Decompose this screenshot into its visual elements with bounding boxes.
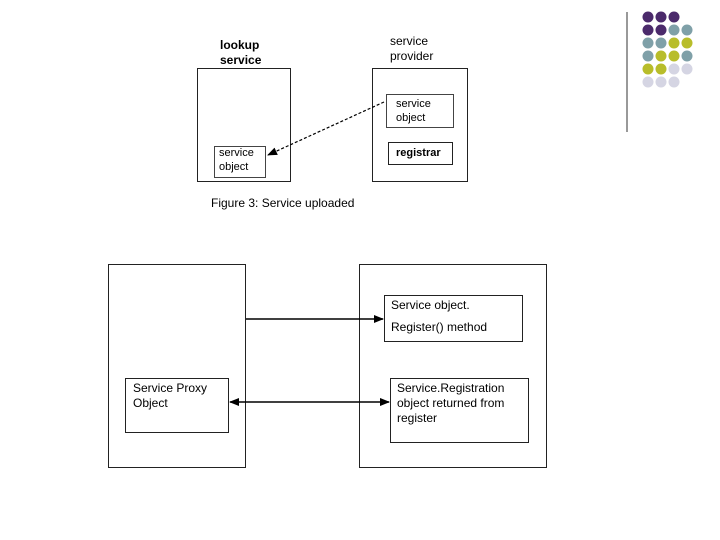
lookup-service-label: lookup service bbox=[220, 38, 262, 67]
figure-caption: Figure 3: Service uploaded bbox=[211, 196, 355, 210]
decorative-dot bbox=[642, 63, 654, 75]
decorative-dot bbox=[681, 63, 693, 75]
decorative-dot bbox=[642, 11, 654, 23]
decorative-dot bbox=[681, 37, 693, 49]
service-object-lookup-box bbox=[214, 146, 266, 178]
service-registration-box bbox=[390, 378, 529, 443]
decorative-dot-grid bbox=[642, 11, 693, 88]
client-box bbox=[108, 264, 246, 468]
decorative-dot bbox=[642, 37, 654, 49]
service-provider-label: service provider bbox=[390, 34, 434, 63]
decorative-dot bbox=[642, 50, 654, 62]
decorative-dot bbox=[655, 11, 667, 23]
decorative-dot bbox=[642, 76, 654, 88]
decorative-dot bbox=[681, 24, 693, 36]
decorative-dot bbox=[655, 63, 667, 75]
decorative-dot bbox=[655, 50, 667, 62]
decorative-dot bbox=[655, 76, 667, 88]
service-proxy-box bbox=[125, 378, 229, 433]
register-method-label: Register() method bbox=[391, 320, 488, 334]
decorative-dot bbox=[681, 50, 693, 62]
service-object-register-box bbox=[384, 295, 523, 342]
decorative-dot bbox=[668, 37, 680, 49]
upload-dashed-arrow bbox=[267, 101, 385, 156]
decorative-dot bbox=[642, 24, 654, 36]
service-proxy-label: Service Proxy Object bbox=[133, 381, 208, 410]
decorative-dot bbox=[668, 24, 680, 36]
decorative-dot bbox=[668, 76, 680, 88]
decorative-dot bbox=[668, 11, 680, 23]
service-object-lookup-label: service object bbox=[219, 147, 254, 173]
decorative-dot bbox=[668, 50, 680, 62]
decorative-dot bbox=[655, 37, 667, 49]
service-registration-label: Service.Registration object returned fro… bbox=[397, 381, 505, 425]
service-object-provider-box bbox=[386, 94, 454, 128]
service-object-label: Service object. bbox=[391, 298, 470, 312]
service-object-provider-label: service object bbox=[396, 98, 431, 124]
decorative-dot bbox=[668, 63, 680, 75]
registrar-label: registrar bbox=[396, 147, 441, 159]
decorative-dot bbox=[655, 24, 667, 36]
registrar-box bbox=[388, 142, 453, 165]
